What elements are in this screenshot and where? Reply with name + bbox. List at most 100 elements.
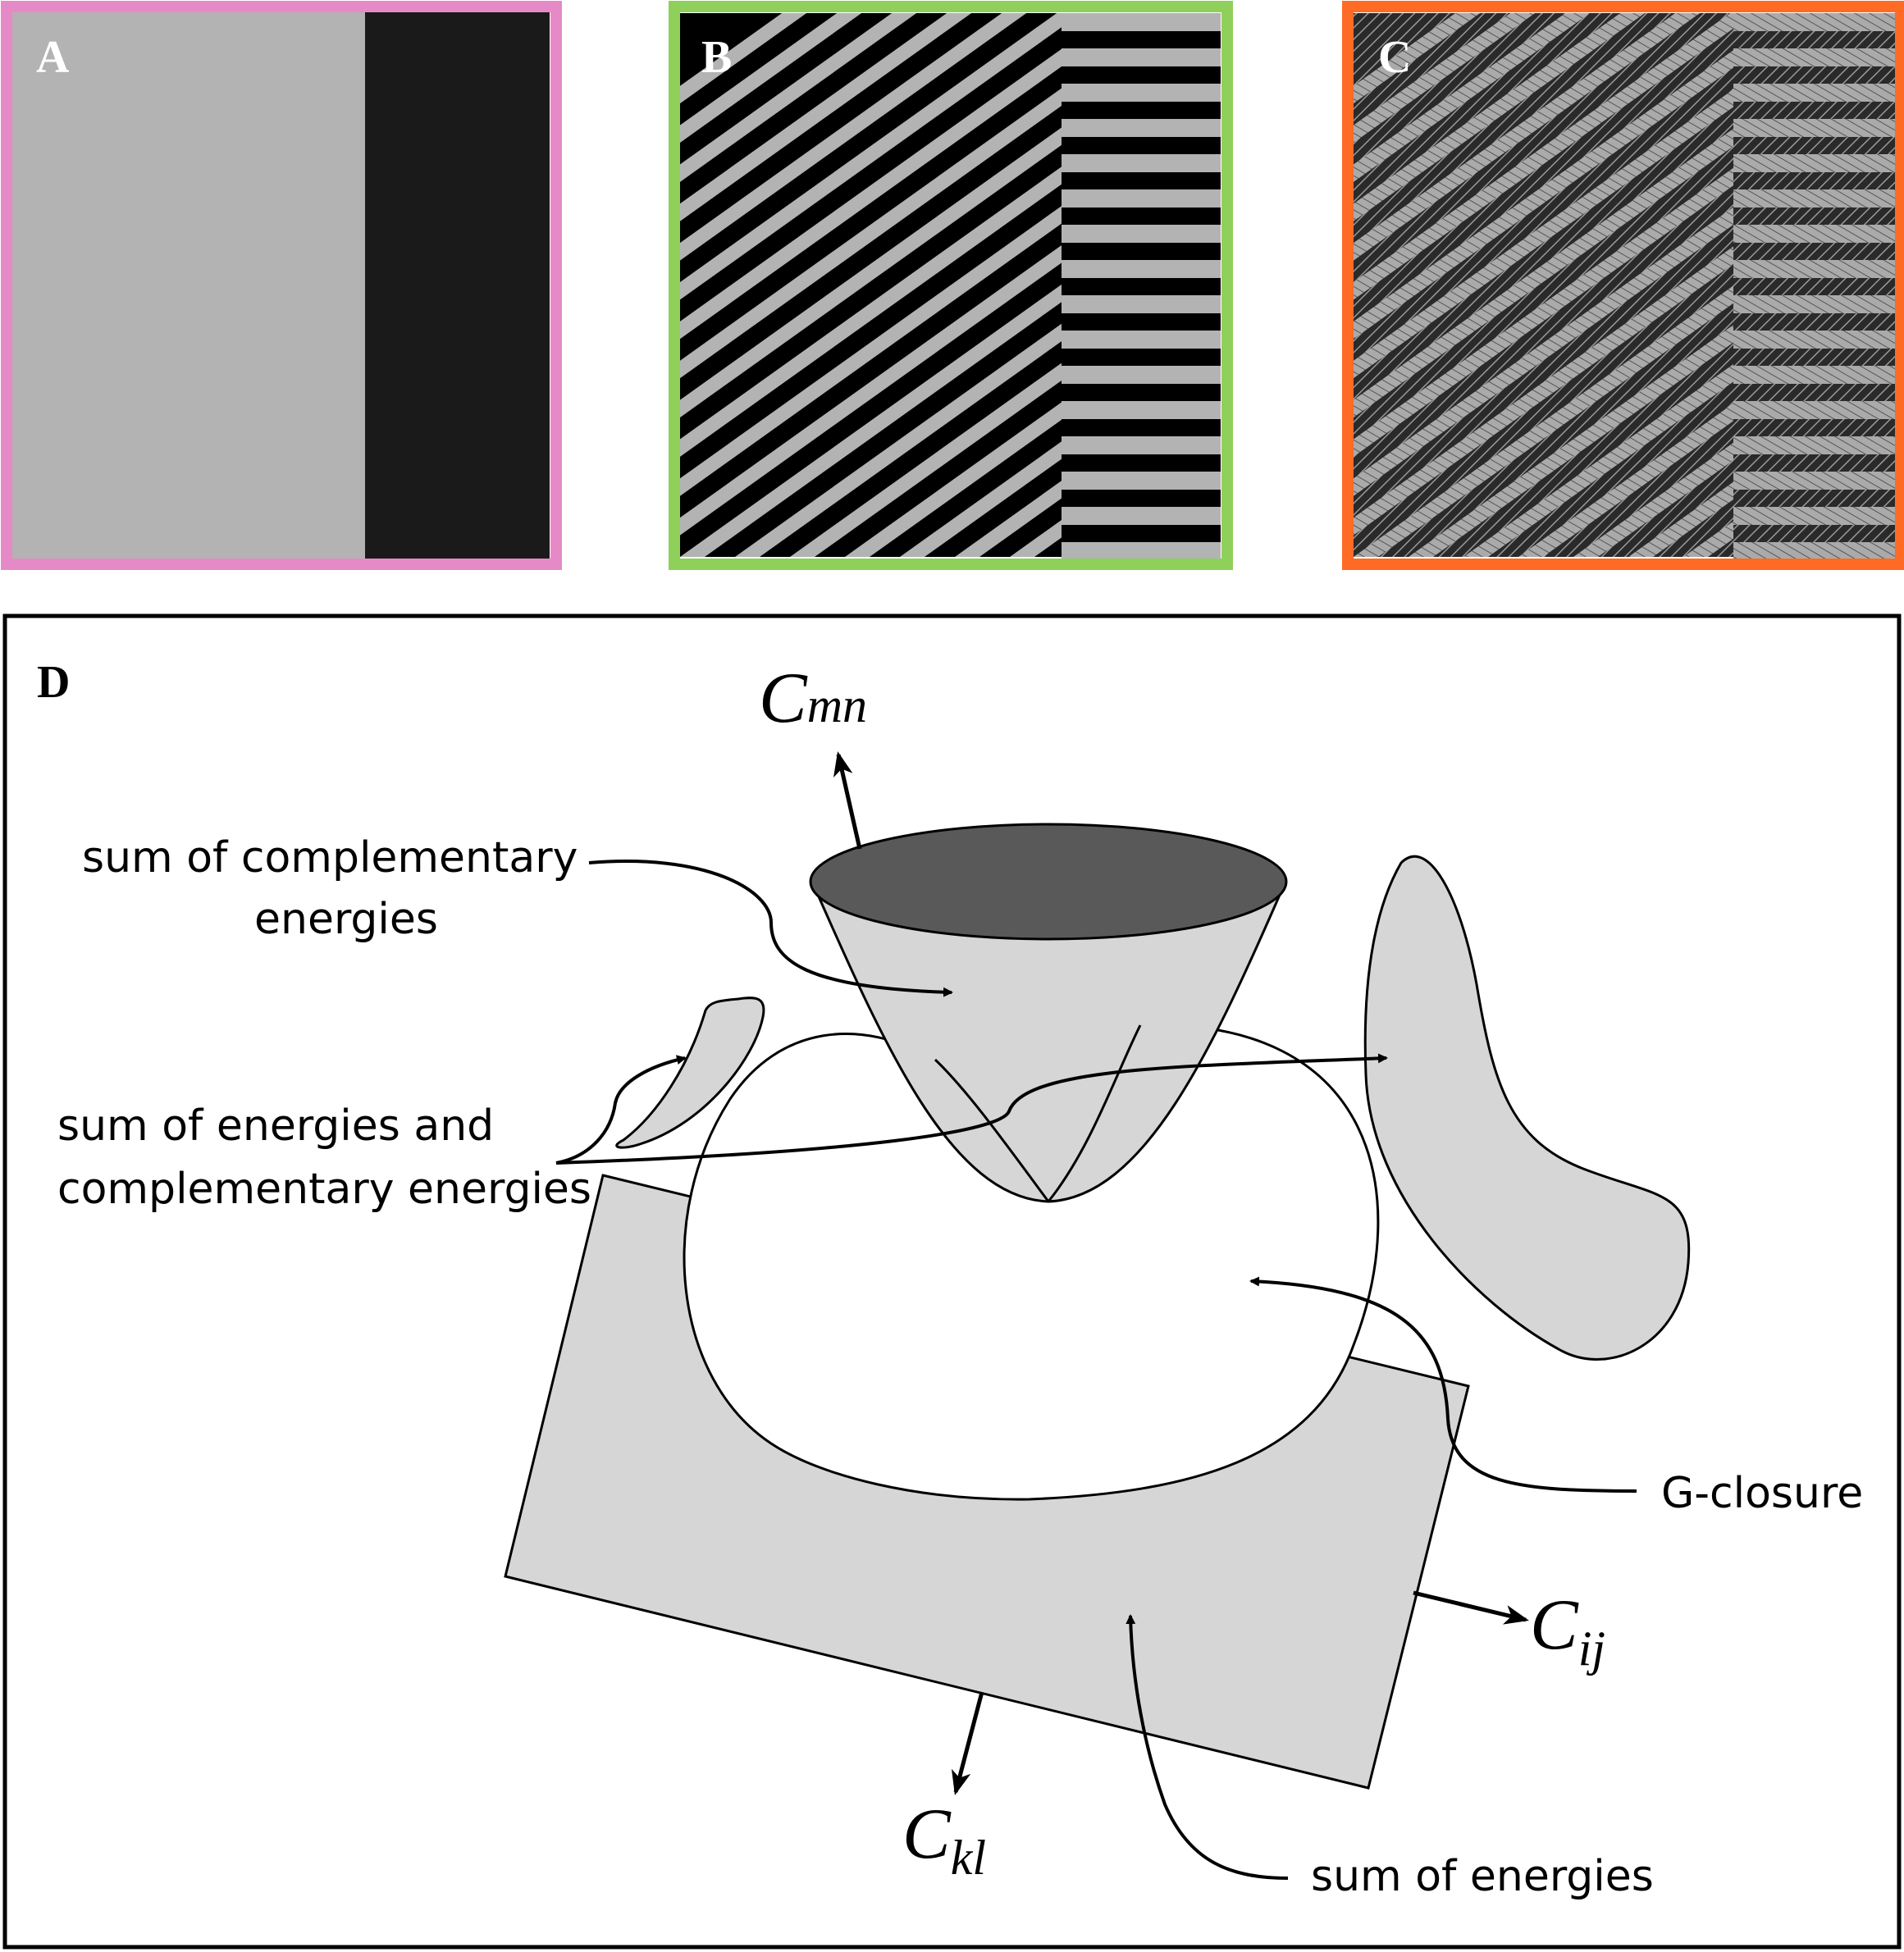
panel-b-diag-stripe <box>680 13 807 104</box>
panel-c-horiz-stripe-light <box>1733 260 1895 278</box>
panel-b-horiz-stripe-dark <box>1062 31 1221 48</box>
panel-b-horiz-stripe-light <box>1062 260 1221 278</box>
c-kl-label: Ckl <box>902 1795 986 1885</box>
panel-c-horiz-stripe-light <box>1733 401 1895 419</box>
panel-b-horiz-stripe-dark <box>1062 525 1221 542</box>
panel-c-horiz-stripe-dark <box>1733 313 1895 331</box>
c-kl-arrow <box>951 1691 984 1795</box>
panel-c-horiz-stripe-dark <box>1733 208 1895 225</box>
panel-b-horiz-stripe-light <box>1062 331 1221 349</box>
panel-c-horiz-stripe-dark <box>1733 419 1895 436</box>
panel-b-horiz-stripe-light <box>1062 119 1221 137</box>
panel-c-diag-stripe <box>1354 13 1701 261</box>
complementary-label-line1: sum of complementary <box>82 833 578 883</box>
both-callout-to-small-blob <box>555 1055 687 1165</box>
panel-a-border <box>1 1 562 570</box>
cone-top-ellipse <box>809 823 1288 941</box>
panel-a-dark-region <box>365 7 550 564</box>
panel-c-horiz-stripe-dark <box>1733 278 1895 295</box>
panel-c-horiz-stripe-dark <box>1733 243 1895 260</box>
panel-b-horiz-stripe-dark <box>1062 384 1221 401</box>
panel-c-horiz-stripe-light <box>1733 331 1895 349</box>
panel-c-horiz-stripe-dark <box>1733 31 1895 48</box>
right-blob <box>1363 855 1691 1361</box>
complementary-callout <box>588 860 953 997</box>
panel-b-horiz-stripe-dark <box>1062 102 1221 119</box>
panel-b-horiz-stripe-light <box>1062 48 1221 66</box>
panel-b-horiz-stripe-light <box>1062 225 1221 243</box>
panel-b-horiz-stripe-dark <box>1062 243 1221 260</box>
panel-c-horiz-stripe-light <box>1733 507 1895 525</box>
small-blob <box>615 997 765 1149</box>
panel-c-horiz-stripe-light <box>1733 295 1895 313</box>
panel-b-diag-stripe <box>680 13 917 182</box>
c-mn-label: Cmn <box>759 659 867 738</box>
panel-b-letter: B <box>701 32 732 83</box>
panel-b-horiz-stripe-dark <box>1062 313 1221 331</box>
sum-energies-callout <box>1126 1614 1289 1880</box>
complementary-label-line2: energies <box>254 895 438 944</box>
panel-b-diag-stripe <box>680 13 1027 261</box>
c-mn-arrow <box>833 751 862 850</box>
panel-a: A <box>1 1 562 570</box>
panel-c-horiz-stripe-light <box>1733 119 1895 137</box>
panel-c-horiz-stripe-dark <box>1733 137 1895 154</box>
panel-c-diag-stripe <box>1354 13 1536 143</box>
panel-b: B <box>669 1 1233 570</box>
panel-c-horiz-stripe-dark <box>1733 384 1895 401</box>
panel-d-letter: D <box>37 657 70 708</box>
g-closure-overlap-right <box>1047 1024 1142 1202</box>
panel-b-horiz-stripe-dark <box>1062 490 1221 507</box>
panel-b-horiz-stripe-light <box>1062 507 1221 525</box>
panel-b-horiz-stripe-light <box>1062 154 1221 172</box>
panel-c-horiz-stripe-light <box>1733 13 1895 31</box>
panel-b-horiz-stripe-light <box>1062 542 1221 560</box>
panel-c-horiz-stripe-dark <box>1733 454 1895 472</box>
c-ij-arrow <box>1413 1590 1529 1625</box>
panel-b-horiz-stripe-dark <box>1062 278 1221 295</box>
g-closure-label: G-closure <box>1661 1469 1863 1518</box>
panel-b-horiz-stripe-dark <box>1062 419 1221 436</box>
panel-c-horiz-stripe-light <box>1733 542 1895 560</box>
panel-c-horiz-stripe-light <box>1733 225 1895 243</box>
panel-c-horiz-stripe-light <box>1733 436 1895 454</box>
panel-b-horiz-stripe-light <box>1062 189 1221 208</box>
panel-b-horiz-stripe-light <box>1062 472 1221 490</box>
panel-d-border <box>2 613 1902 1950</box>
panel-b-horiz-stripe-light <box>1062 436 1221 454</box>
panel-c-diag-stripe <box>1354 13 1646 221</box>
panel-c-horiz-stripe-light <box>1733 366 1895 384</box>
c-ij-label: Cij <box>1530 1585 1605 1676</box>
panel-b-horiz-stripe-dark <box>1062 208 1221 225</box>
panel-d: D Cmn Cij Ckl <box>2 613 1902 1950</box>
panel-b-diag-stripe <box>680 13 862 143</box>
panel-b-horiz-stripe-light <box>1062 84 1221 102</box>
panel-c-horiz-stripe-dark <box>1733 66 1895 84</box>
panel-c-horiz-stripe-light <box>1733 48 1895 66</box>
sum-energies-label: sum of energies <box>1311 1852 1654 1901</box>
both-callout-to-right-blob <box>555 1053 1388 1165</box>
panel-c-horiz-stripe-dark <box>1733 172 1895 189</box>
panel-b-diag-stripe <box>680 13 1082 300</box>
panel-b-horiz-stripe-dark <box>1062 137 1221 154</box>
panel-b-horiz-stripe-light <box>1062 13 1221 31</box>
panel-c-horiz-stripe-dark <box>1733 490 1895 507</box>
panel-c-horiz-stripe-light <box>1733 472 1895 490</box>
panel-b-border <box>669 1 1233 570</box>
panel-b-horiz-stripe-light <box>1062 401 1221 419</box>
panel-c-horiz-stripe-dark <box>1733 525 1895 542</box>
panel-c-diag-stripe <box>1354 13 1481 104</box>
panel-c-horiz-stripe-dark <box>1733 102 1895 119</box>
panel-a-light-region <box>7 7 365 564</box>
panel-c-horiz-stripe-dark <box>1733 349 1895 366</box>
panel-c-horizontal-stripes <box>1733 13 1895 560</box>
panel-c-horiz-stripe-light <box>1733 84 1895 102</box>
g-closure-callout <box>1249 1276 1637 1493</box>
panel-b-horiz-stripe-light <box>1062 295 1221 313</box>
panel-b-horiz-stripe-dark <box>1062 172 1221 189</box>
panel-b-horiz-stripe-dark <box>1062 454 1221 472</box>
panel-b-horiz-stripe-light <box>1062 366 1221 384</box>
panel-c-diag-stripe <box>1354 13 1810 340</box>
panel-c-border <box>1342 1 1904 570</box>
panel-b-horiz-stripe-dark <box>1062 349 1221 366</box>
